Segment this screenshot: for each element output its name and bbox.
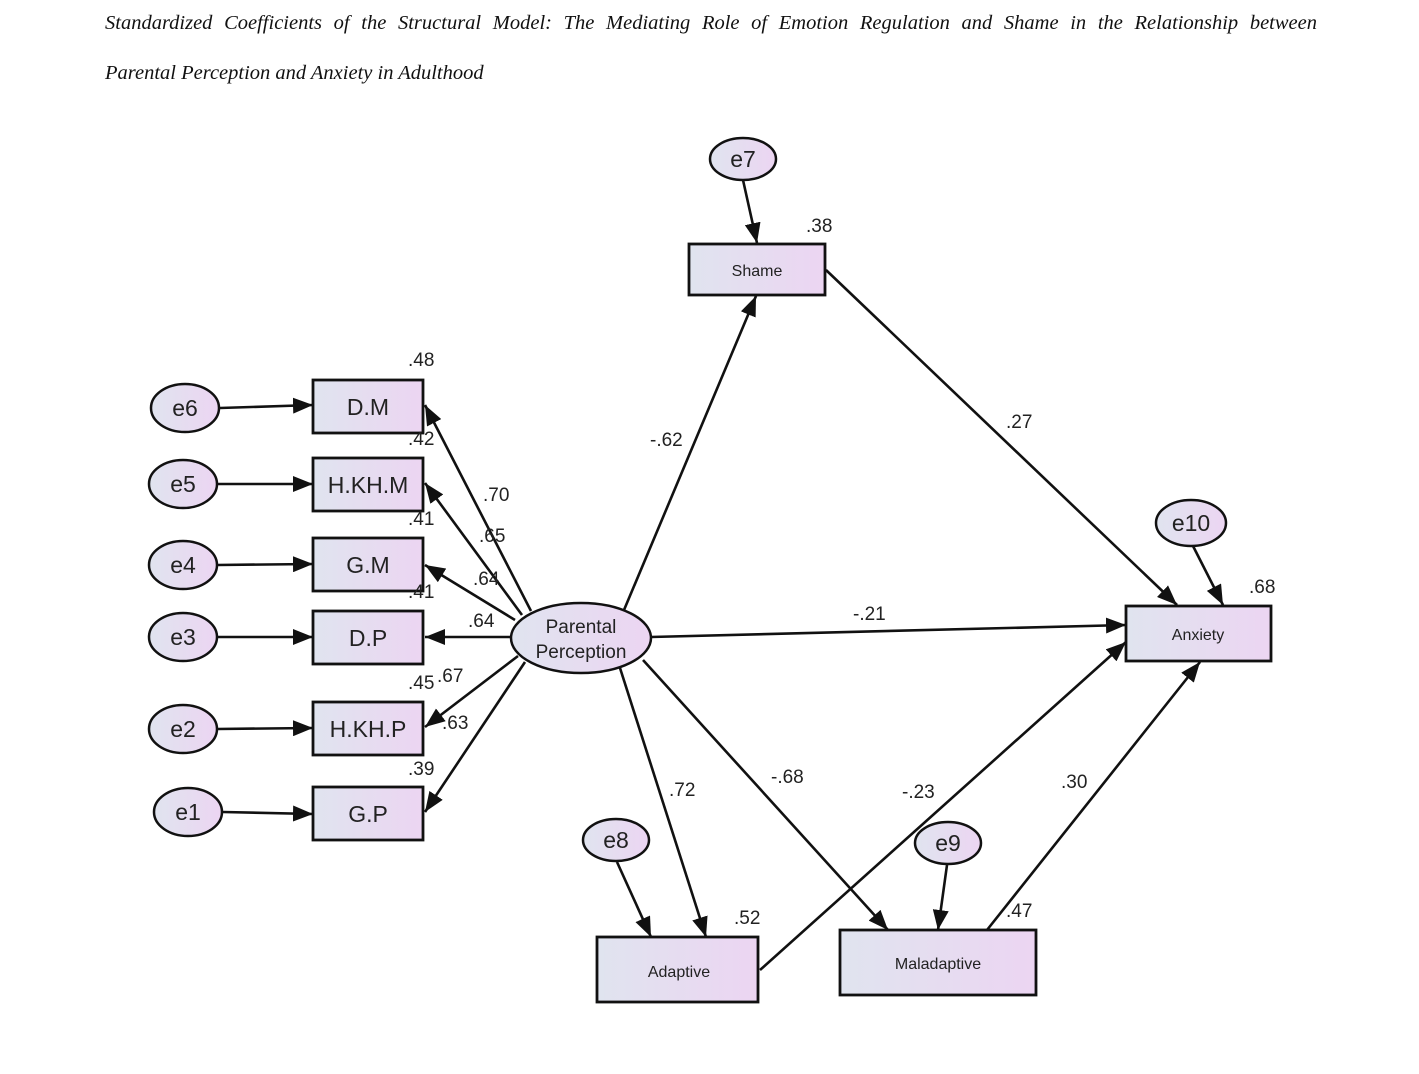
indicator-gm: G.M bbox=[311, 536, 425, 593]
svg-text:Perception: Perception bbox=[536, 642, 627, 663]
svg-text:Shame: Shame bbox=[732, 263, 783, 280]
loading-gm: .64 bbox=[473, 569, 500, 590]
svg-text:D.M: D.M bbox=[347, 394, 389, 420]
variable-maladaptive: Maladaptive bbox=[838, 928, 1038, 997]
error-term-e9: e9 bbox=[913, 820, 983, 866]
svg-text:G.P: G.P bbox=[348, 801, 388, 827]
error-term-e2: e2 bbox=[147, 703, 219, 755]
r2-shame: .38 bbox=[806, 216, 832, 237]
svg-text:Maladaptive: Maladaptive bbox=[895, 956, 981, 973]
indicator-boxes: D.M H.KH.M G.M D.P H.KH.P G.P bbox=[311, 378, 425, 842]
r2-adaptive: .52 bbox=[734, 908, 760, 929]
path-pp-anxiety bbox=[650, 617, 1127, 639]
svg-text:H.KH.M: H.KH.M bbox=[328, 472, 409, 498]
svg-text:e4: e4 bbox=[170, 552, 196, 578]
coef-adaptive-anxiety: -.23 bbox=[902, 782, 935, 803]
path-e7-shame bbox=[741, 179, 761, 244]
r-squared-labels: .48 .42 .41 .41 .45 .39 .38 .52 .47 .68 bbox=[408, 216, 1275, 929]
svg-text:Parental: Parental bbox=[546, 617, 617, 638]
error-term-e3: e3 bbox=[147, 611, 219, 663]
svg-text:e3: e3 bbox=[170, 624, 196, 650]
svg-text:Adaptive: Adaptive bbox=[648, 964, 710, 981]
svg-text:e8: e8 bbox=[603, 827, 629, 853]
error-term-e1: e1 bbox=[152, 786, 224, 838]
variable-adaptive: Adaptive bbox=[595, 935, 760, 1004]
svg-text:e9: e9 bbox=[935, 830, 961, 856]
error-term-e4: e4 bbox=[147, 539, 219, 591]
svg-text:e6: e6 bbox=[172, 395, 198, 421]
r2-dp: .41 bbox=[408, 582, 434, 603]
error-term-e10: e10 bbox=[1154, 498, 1228, 548]
r2-gp: .39 bbox=[408, 759, 434, 780]
path-lines bbox=[216, 179, 1225, 971]
path-pp-dm bbox=[423, 404, 533, 612]
loading-hkhm: .65 bbox=[479, 526, 505, 547]
error-term-e7: e7 bbox=[708, 136, 778, 182]
error-term-e6: e6 bbox=[149, 382, 221, 434]
path-pp-hkhm bbox=[423, 482, 524, 616]
endogenous-boxes: Shame Adaptive Maladaptive Anxiety bbox=[595, 242, 1273, 1004]
path-e8-adaptive bbox=[615, 861, 653, 938]
path-pp-maladaptive bbox=[642, 659, 889, 931]
svg-text:Anxiety: Anxiety bbox=[1172, 627, 1224, 644]
error-term-e5: e5 bbox=[147, 458, 219, 510]
r2-gm: .41 bbox=[408, 509, 434, 530]
svg-text:G.M: G.M bbox=[346, 552, 389, 578]
loading-dm: .70 bbox=[483, 485, 509, 506]
path-coefficients: -.62 -.21 .72 -.68 .27 -.23 .30 bbox=[650, 412, 1087, 803]
indicator-hkhm: H.KH.M bbox=[311, 456, 425, 513]
path-e4-gm bbox=[216, 556, 314, 573]
indicator-hkhp: H.KH.P bbox=[311, 700, 425, 757]
path-e10-anxiety bbox=[1191, 545, 1225, 606]
factor-loadings: .70 .65 .64 .64 .67 .63 bbox=[437, 485, 509, 734]
path-pp-gp bbox=[423, 661, 527, 813]
figure-caption-line-1: Standardized Coefficients of the Structu… bbox=[105, 12, 1317, 34]
path-maladaptive-anxiety bbox=[985, 661, 1202, 931]
error-term-e8: e8 bbox=[581, 817, 651, 863]
r2-hkhp: .45 bbox=[408, 673, 434, 694]
svg-text:H.KH.P: H.KH.P bbox=[330, 716, 407, 742]
r2-maladaptive: .47 bbox=[1006, 901, 1032, 922]
coef-shame-anxiety: .27 bbox=[1006, 412, 1032, 433]
indicator-dm: D.M bbox=[311, 378, 425, 435]
path-e1-gp bbox=[222, 805, 314, 822]
error-terms: e6 e5 e4 e3 e2 e1 e7 e8 e9 e10 bbox=[147, 136, 1228, 866]
variable-anxiety: Anxiety bbox=[1124, 604, 1273, 663]
coef-pp-shame: -.62 bbox=[650, 430, 683, 451]
svg-text:D.P: D.P bbox=[349, 625, 387, 651]
latent-parental-perception: Parental Perception bbox=[509, 601, 653, 675]
path-shame-anxiety bbox=[825, 269, 1178, 606]
path-pp-gm bbox=[424, 563, 516, 622]
path-pp-shame bbox=[622, 295, 758, 611]
path-e6-dm bbox=[219, 397, 314, 414]
svg-text:e7: e7 bbox=[730, 146, 756, 172]
path-e2-hkhp bbox=[216, 720, 314, 737]
indicator-dp: D.P bbox=[311, 609, 425, 666]
loading-hkhp: .67 bbox=[437, 666, 463, 687]
coef-pp-maladaptive: -.68 bbox=[771, 767, 804, 788]
path-pp-adaptive bbox=[618, 667, 708, 938]
svg-text:e2: e2 bbox=[170, 716, 196, 742]
coef-maladaptive-anxiety: .30 bbox=[1061, 772, 1087, 793]
path-e9-maladaptive bbox=[932, 864, 949, 931]
coef-pp-adaptive: .72 bbox=[669, 780, 695, 801]
svg-text:e1: e1 bbox=[175, 799, 201, 825]
loading-dp: .64 bbox=[468, 611, 495, 632]
variable-shame: Shame bbox=[687, 242, 827, 297]
indicator-gp: G.P bbox=[311, 785, 425, 842]
svg-text:e10: e10 bbox=[1172, 510, 1210, 536]
coef-pp-anxiety: -.21 bbox=[853, 604, 886, 625]
r2-hkhm: .42 bbox=[408, 429, 434, 450]
r2-anxiety: .68 bbox=[1249, 577, 1275, 598]
svg-text:e5: e5 bbox=[170, 471, 196, 497]
loading-gp: .63 bbox=[442, 713, 468, 734]
r2-dm: .48 bbox=[408, 350, 434, 371]
path-adaptive-anxiety bbox=[759, 641, 1127, 971]
figure-caption-line-2: Parental Perception and Anxiety in Adult… bbox=[105, 62, 484, 84]
path-pp-hkhp bbox=[424, 654, 519, 729]
